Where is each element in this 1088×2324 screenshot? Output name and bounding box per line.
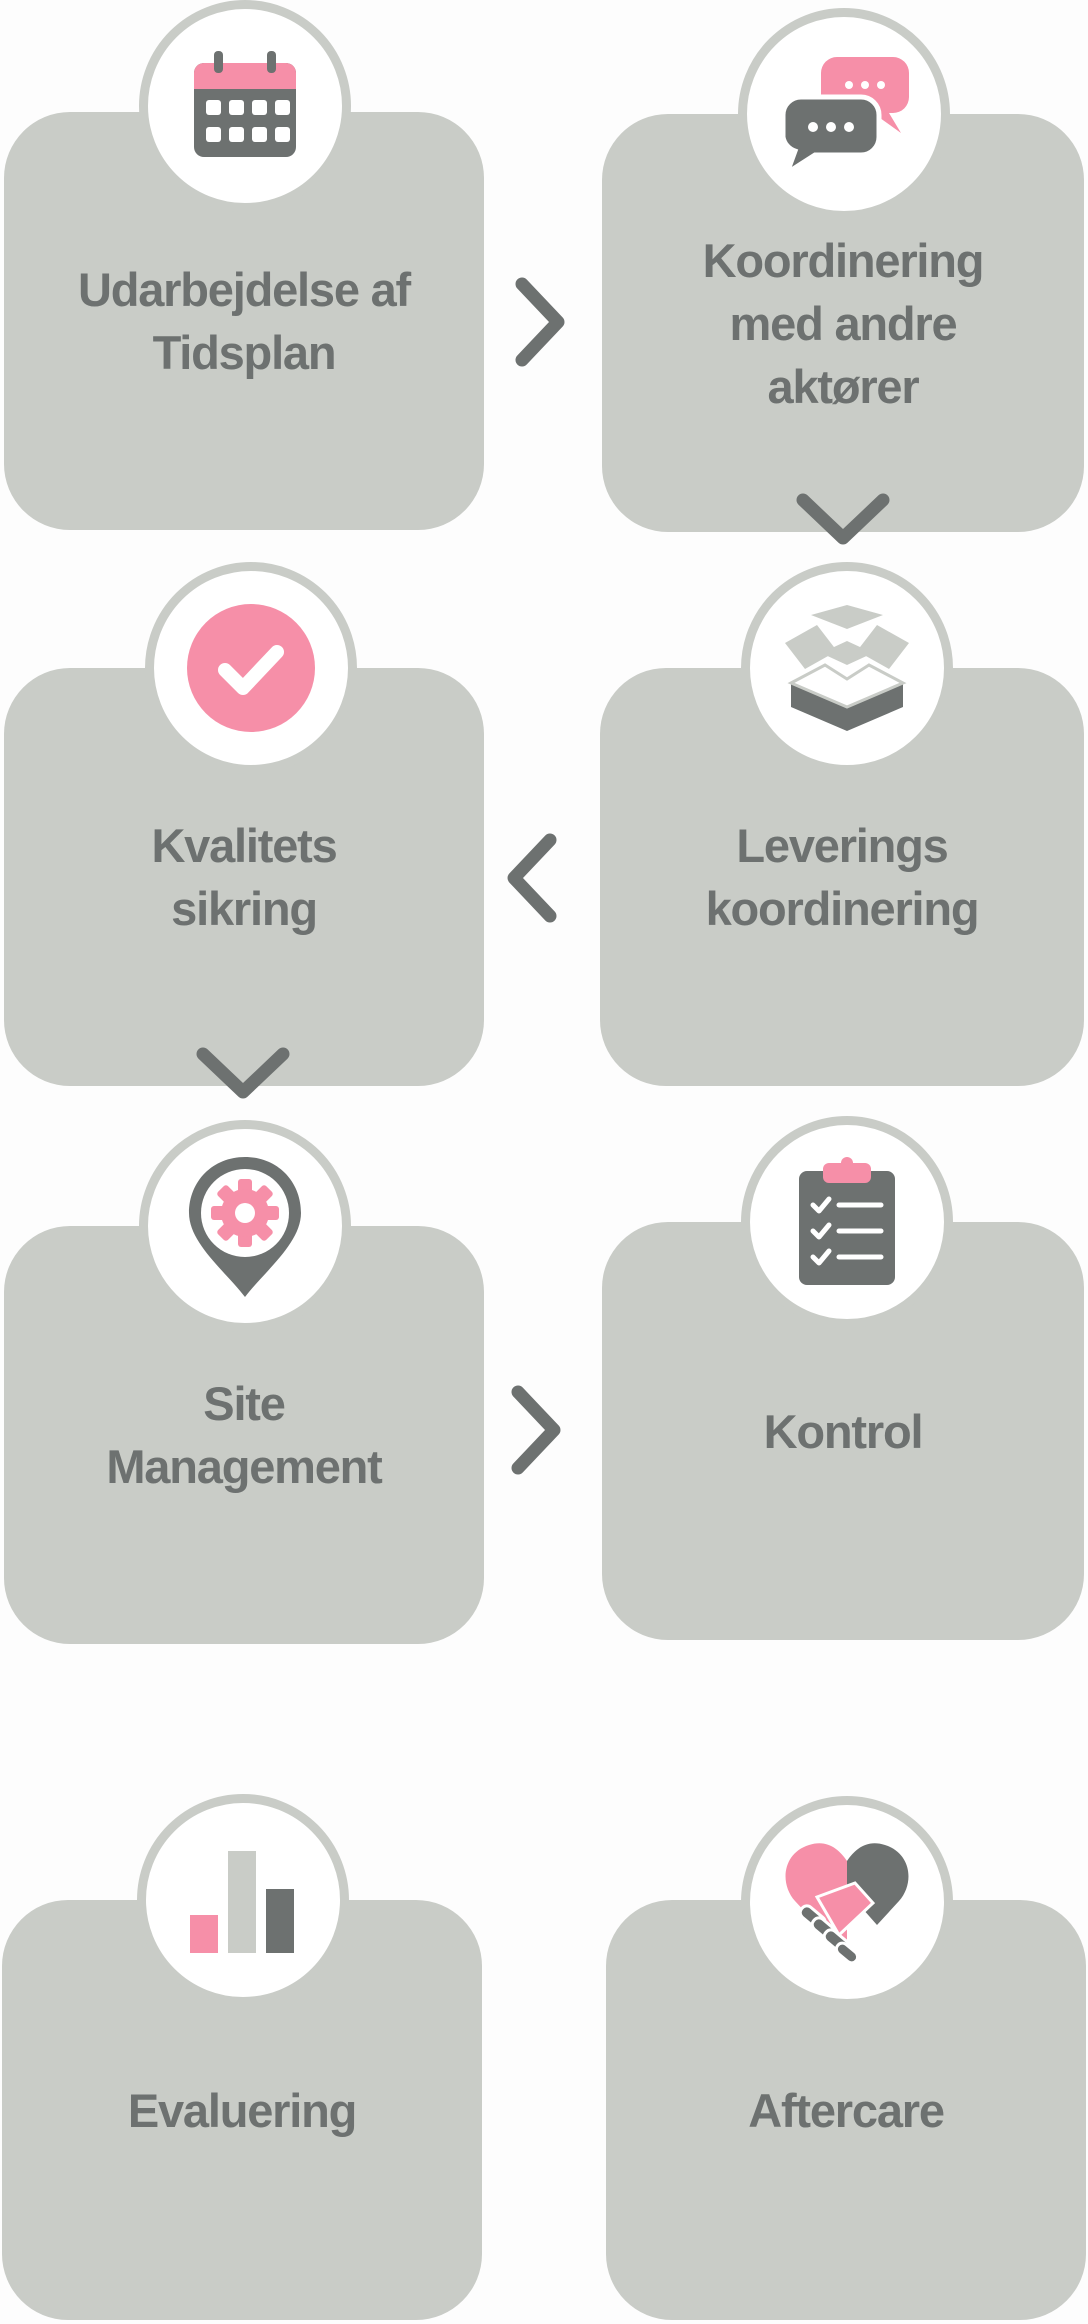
arrow-right-icon xyxy=(511,1385,561,1475)
checkmark-circle-icon xyxy=(187,604,315,732)
bar-chart-icon xyxy=(190,1851,294,1953)
clipboard-checklist-icon xyxy=(799,1157,895,1285)
step-badge xyxy=(741,562,953,774)
step-badge xyxy=(738,8,950,220)
step-badge xyxy=(139,0,351,212)
step-label: Aftercare xyxy=(748,2083,945,2137)
step-badge xyxy=(137,1794,349,2006)
step-label: Leverings koordinering xyxy=(705,819,980,935)
arrow-down-icon xyxy=(196,1047,290,1099)
arrow-down-icon xyxy=(796,493,890,545)
step-label: Kontrol xyxy=(763,1404,924,1458)
arrow-left-icon xyxy=(507,833,557,923)
step-badge xyxy=(139,1120,351,1332)
step-label: Koordinering med andre aktører xyxy=(702,233,985,413)
chat-bubbles-icon xyxy=(780,57,909,179)
location-gear-icon xyxy=(189,1157,301,1297)
step-badge xyxy=(741,1796,953,2008)
heart-handshake-icon xyxy=(785,1843,909,1965)
step-badge xyxy=(145,562,357,774)
step-label: Udarbejdelse af Tidsplan xyxy=(77,263,411,379)
step-label: Kvalitets sikring xyxy=(151,819,337,935)
calendar-icon xyxy=(194,51,296,157)
open-box-icon xyxy=(785,605,909,731)
step-label: Evaluering xyxy=(127,2083,358,2137)
arrow-right-icon xyxy=(515,277,565,367)
step-badge xyxy=(741,1116,953,1328)
step-label: Site Management xyxy=(106,1377,382,1493)
